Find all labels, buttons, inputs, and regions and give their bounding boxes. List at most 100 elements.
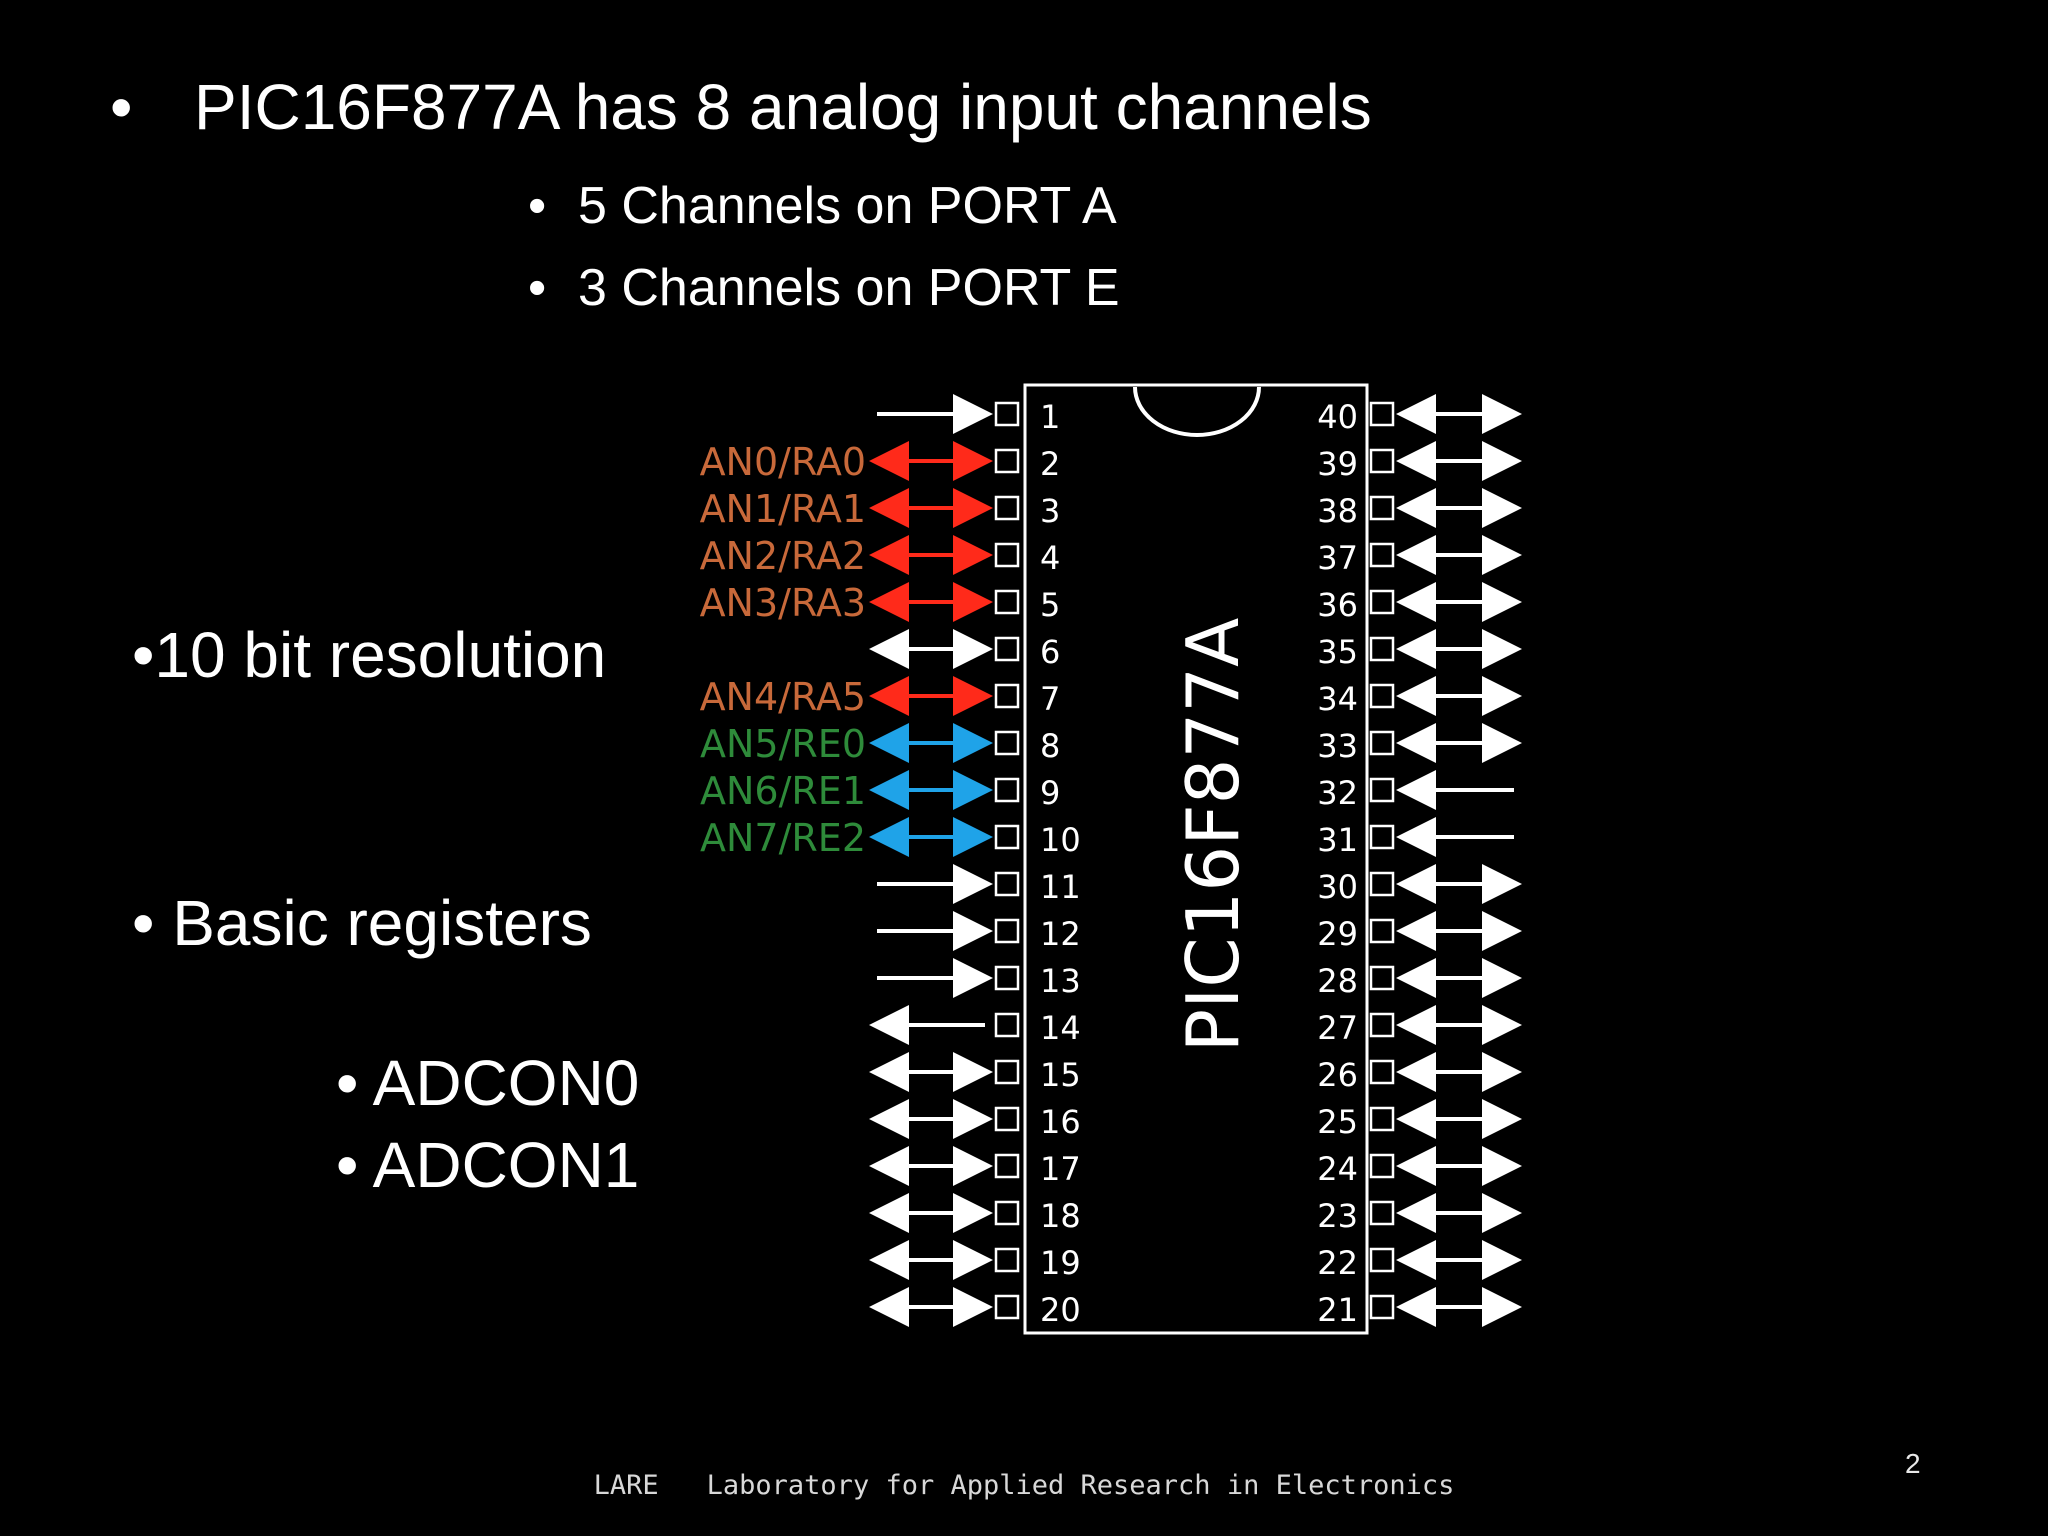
footer-org: LARE <box>593 1470 659 1501</box>
pin-number: 29 <box>1317 915 1358 953</box>
pin-row: 6 <box>869 629 1060 671</box>
sub-bullet-text: 3 Channels on PORT E <box>578 259 1120 317</box>
pin-row: 17 <box>869 1146 1081 1188</box>
pin-row: 32 <box>1317 770 1514 812</box>
register-list: • ADCON0 • ADCON1 <box>336 1046 642 1216</box>
pin-number: 9 <box>1040 774 1060 812</box>
pin-row: 16 <box>869 1099 1081 1141</box>
pin-row: 2 AN0/RA0 <box>700 440 1061 484</box>
pin-number: 16 <box>1040 1103 1081 1141</box>
pin-pad <box>994 401 1020 427</box>
pin-label: AN0/RA0 <box>700 440 866 484</box>
pin-number: 23 <box>1317 1197 1358 1235</box>
pin-pad <box>994 871 1020 897</box>
pin-pad <box>1369 401 1395 427</box>
pin-row: 37 <box>1317 535 1522 577</box>
pin-number: 21 <box>1317 1291 1358 1329</box>
pin-number: 28 <box>1317 962 1358 1000</box>
pin-number: 19 <box>1040 1244 1081 1282</box>
pin-row: 20 <box>869 1287 1081 1329</box>
pin-row: 23 <box>1317 1193 1522 1235</box>
pin-label: AN7/RE2 <box>700 816 866 860</box>
pin-row: 13 <box>877 958 1081 1000</box>
registers-heading-text: Basic registers <box>172 887 592 959</box>
chip-outline <box>1023 383 1369 1335</box>
pin-pad <box>1369 965 1395 991</box>
sub-bullet-porte: • 3 Channels on PORT E <box>528 258 1120 318</box>
pin-pad <box>1369 1247 1395 1273</box>
pin-pad <box>1369 918 1395 944</box>
bullet: • <box>110 71 133 143</box>
pin-row: 10 AN7/RE2 <box>700 816 1081 860</box>
pin-label: AN4/RA5 <box>700 675 866 719</box>
pin-row: 1 <box>877 394 1060 436</box>
pin-row: 31 <box>1317 817 1514 859</box>
pin-row: 40 <box>1317 394 1522 436</box>
chip-notch <box>1133 386 1261 437</box>
pin-row: 18 <box>869 1193 1081 1235</box>
bullet: • <box>528 259 547 317</box>
pin-pad <box>994 542 1020 568</box>
pin-row: 11 <box>877 864 1081 906</box>
pin-pad <box>994 448 1020 474</box>
pin-label: AN1/RA1 <box>700 487 866 531</box>
sub-bullet-text: 5 Channels on PORT A <box>578 177 1117 235</box>
pin-pad <box>1369 495 1395 521</box>
pin-number: 5 <box>1040 586 1060 624</box>
chip-body: PIC16F877A <box>1023 383 1369 1335</box>
pin-pad <box>1369 1153 1395 1179</box>
pin-pad <box>994 495 1020 521</box>
pin-pad <box>1369 589 1395 615</box>
pin-label: AN2/RA2 <box>700 534 866 578</box>
register-item: • ADCON1 <box>336 1128 639 1202</box>
pin-row: 25 <box>1317 1099 1522 1141</box>
register-item: • ADCON0 <box>336 1046 639 1120</box>
pin-pad <box>994 589 1020 615</box>
pin-pad <box>1369 636 1395 662</box>
pin-number: 8 <box>1040 727 1060 765</box>
pin-pad <box>1369 730 1395 756</box>
pin-label: AN6/RE1 <box>700 769 866 813</box>
pin-number: 40 <box>1317 398 1358 436</box>
footer-name: Laboratory for Applied Research in Elect… <box>706 1470 1455 1501</box>
resolution-bullet: •10 bit resolution <box>132 618 606 692</box>
slide-title: • PIC16F877A has 8 analog input channels <box>110 70 1372 144</box>
pin-number: 35 <box>1317 633 1358 671</box>
pin-number: 33 <box>1317 727 1358 765</box>
pin-row: 21 <box>1317 1287 1522 1329</box>
pin-pad <box>994 636 1020 662</box>
pin-pad <box>994 1200 1020 1226</box>
pin-row: 33 <box>1317 723 1522 765</box>
pin-number: 20 <box>1040 1291 1081 1329</box>
pin-row: 15 <box>869 1052 1081 1094</box>
title-text: PIC16F877A has 8 analog input channels <box>194 71 1372 143</box>
register-name: ADCON1 <box>372 1129 640 1201</box>
pin-number: 36 <box>1317 586 1358 624</box>
registers-heading: • Basic registers <box>132 886 592 960</box>
bullet: • <box>528 177 547 235</box>
pin-pad <box>1369 1059 1395 1085</box>
pin-row: 28 <box>1317 958 1522 1000</box>
footer: LARE Laboratory for Applied Research in E… <box>0 1470 2048 1501</box>
pin-number: 25 <box>1317 1103 1358 1141</box>
pin-number: 1 <box>1040 398 1060 436</box>
pin-pad <box>994 824 1020 850</box>
pin-number: 2 <box>1040 445 1060 483</box>
pin-number: 10 <box>1040 821 1081 859</box>
pin-row: 19 <box>869 1240 1081 1282</box>
bullet: • <box>336 1129 359 1201</box>
pin-pad <box>1369 824 1395 850</box>
pin-number: 22 <box>1317 1244 1358 1282</box>
pin-row: 39 <box>1317 441 1522 483</box>
pin-row: 34 <box>1317 676 1522 718</box>
pin-number: 6 <box>1040 633 1060 671</box>
pin-number: 14 <box>1040 1009 1081 1047</box>
bullet: • <box>336 1047 359 1119</box>
pin-number: 7 <box>1040 680 1060 718</box>
sub-bullet-porta: • 5 Channels on PORT A <box>528 176 1117 236</box>
pin-pad <box>1369 1106 1395 1132</box>
